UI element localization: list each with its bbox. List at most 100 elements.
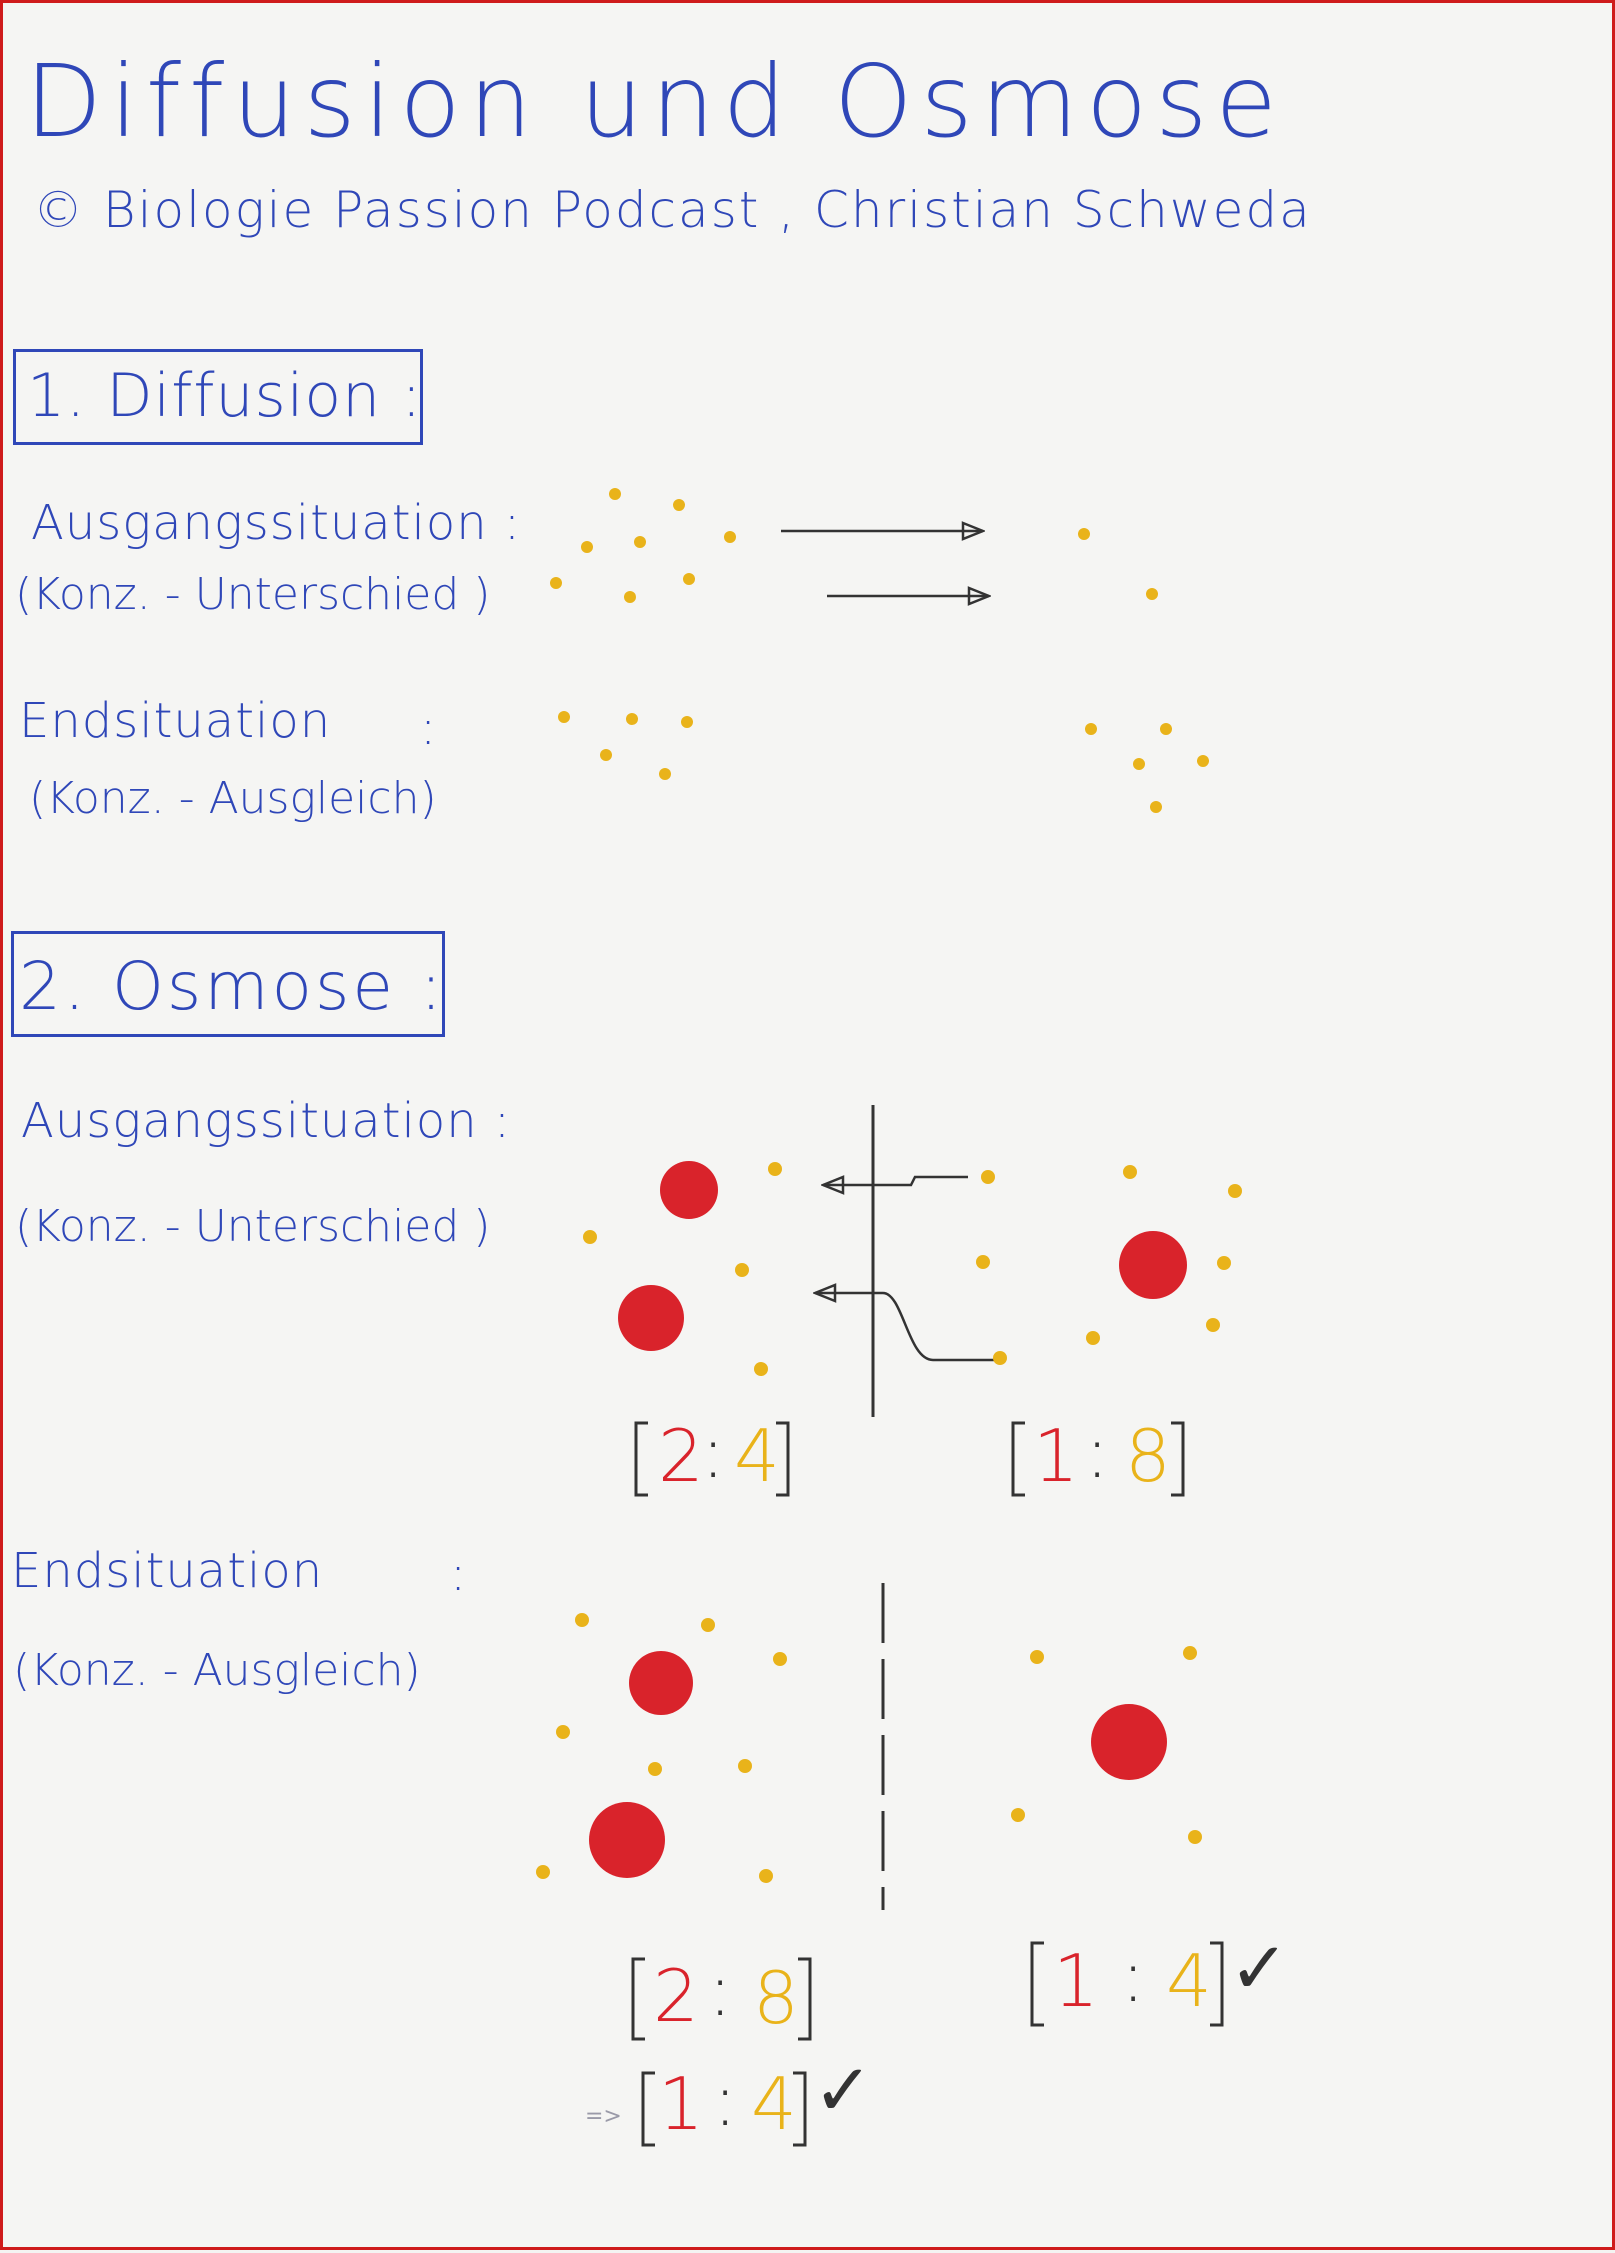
ratio-yellow-value: 8 (1125, 1414, 1171, 1498)
diffusion-end-particles-left (558, 711, 693, 780)
water-particle (993, 1351, 1007, 1365)
water-particle (976, 1255, 990, 1269)
water-particle (701, 1618, 715, 1632)
osmosis-end-label: Endsituation (11, 1543, 324, 1599)
water-particle (768, 1162, 782, 1176)
ratio-separator: : (701, 1410, 725, 1494)
water-particle (1133, 758, 1145, 770)
water-particle (609, 488, 621, 500)
diffusion-start-particles-right (1078, 528, 1158, 600)
diffusion-end-particles-right (1085, 723, 1209, 813)
water-particle (683, 573, 695, 585)
water-particle (626, 713, 638, 725)
water-particle (581, 541, 593, 553)
water-particle (1206, 1318, 1220, 1332)
water-particle (536, 1865, 550, 1879)
diffusion-start-label: Ausgangssituation : (31, 495, 522, 551)
check-mark: ✓ (1229, 1926, 1289, 2010)
water-particle (673, 499, 685, 511)
water-particle (681, 716, 693, 728)
ratio-separator: : (708, 1948, 732, 2032)
osmosis-start-label: Ausgangssituation : (21, 1093, 512, 1149)
check-mark: ✓ (813, 2048, 873, 2132)
water-particle (583, 1230, 597, 1244)
solute-particle (660, 1161, 718, 1219)
osmosis-end-sublabel: (Konz. - Ausgleich) (13, 1645, 421, 1696)
water-particle (1086, 1331, 1100, 1345)
ratio-red-value: 1 (658, 2062, 704, 2146)
water-particle (759, 1869, 773, 1883)
osmosis-end-colon: : (450, 1546, 468, 1602)
water-particle (1183, 1646, 1197, 1660)
solute-particle (629, 1651, 693, 1715)
osmosis-end-left-compartment (536, 1613, 787, 1883)
implies-arrow: => (585, 2104, 622, 2129)
solute-particle (1091, 1704, 1167, 1780)
bracket-right (776, 1421, 790, 1497)
solute-particle (618, 1285, 684, 1351)
diagram-canvas: 2 : 4 1 : 8 (536, 488, 1289, 2147)
water-flow-arrow (815, 1293, 995, 1362)
water-particle (1011, 1808, 1025, 1822)
diffusion-start-particles-left (550, 488, 736, 603)
water-particle (1146, 588, 1158, 600)
water-particle (773, 1652, 787, 1666)
water-particle (724, 531, 736, 543)
water-particle (558, 711, 570, 723)
water-particle (659, 768, 671, 780)
ratio-separator: : (713, 2058, 737, 2142)
water-particle (550, 577, 562, 589)
diffusion-end-label: Endsituation (19, 693, 332, 749)
water-particle (754, 1362, 768, 1376)
ratio-red-value: 2 (658, 1414, 704, 1498)
water-particle (1228, 1184, 1242, 1198)
water-particle (1085, 723, 1097, 735)
solute-particle (1119, 1231, 1187, 1299)
ratio-separator: : (1085, 1410, 1109, 1494)
water-particle (600, 749, 612, 761)
ratio-yellow-value: 4 (1166, 1939, 1212, 2023)
water-particle (738, 1759, 752, 1773)
osmosis-end-right-ratio: 1 : 4 ✓ (1030, 1926, 1289, 2027)
water-particle (634, 536, 646, 548)
osmosis-start-right-ratio: 1 : 8 (1011, 1410, 1185, 1498)
water-particle (735, 1263, 749, 1277)
ratio-red-value: 2 (653, 1954, 699, 2038)
water-particle (1188, 1830, 1202, 1844)
solute-particle (589, 1802, 665, 1878)
osmosis-heading-box (11, 931, 445, 1037)
osmosis-start-right-compartment (976, 1165, 1242, 1365)
bracket-left (1011, 1421, 1025, 1497)
bracket-right (1210, 1941, 1224, 2027)
water-particle (556, 1725, 570, 1739)
bracket-right (1171, 1421, 1185, 1497)
ratio-yellow-value: 4 (751, 2062, 797, 2146)
osmosis-start-left-ratio: 2 : 4 (634, 1410, 790, 1498)
water-particle (1197, 755, 1209, 767)
water-flow-arrow (823, 1177, 968, 1185)
water-particle (981, 1170, 995, 1184)
bracket-left (631, 1957, 645, 2041)
osmosis-start-left-compartment (583, 1161, 782, 1376)
osmosis-end-left-reduced-ratio: => 1 : 4 ✓ (585, 2048, 873, 2147)
water-particle (575, 1613, 589, 1627)
page-title: Diffusion und Osmose (25, 43, 1285, 160)
water-particle (648, 1762, 662, 1776)
water-particle (1217, 1256, 1231, 1270)
diffusion-heading-box (13, 349, 423, 445)
ratio-yellow-value: 8 (753, 1956, 799, 2040)
bracket-right (798, 1957, 812, 2041)
water-particle (1030, 1650, 1044, 1664)
bracket-left (641, 2071, 655, 2147)
diffusion-heading: 1. Diffusion : (27, 361, 423, 431)
diffusion-start-sublabel: (Konz. - Unterschied ) (15, 569, 491, 620)
water-particle (1123, 1165, 1137, 1179)
ratio-separator: : (1121, 1934, 1145, 2018)
diffusion-end-sublabel: (Konz. - Ausgleich) (29, 773, 437, 824)
ratio-red-value: 1 (1033, 1414, 1079, 1498)
osmosis-heading: 2. Osmose : (19, 948, 446, 1025)
credit-line: © Biologie Passion Podcast , Christian S… (33, 181, 1312, 239)
ratio-yellow-value: 4 (734, 1414, 780, 1498)
diffusion-end-colon: : (420, 700, 438, 756)
